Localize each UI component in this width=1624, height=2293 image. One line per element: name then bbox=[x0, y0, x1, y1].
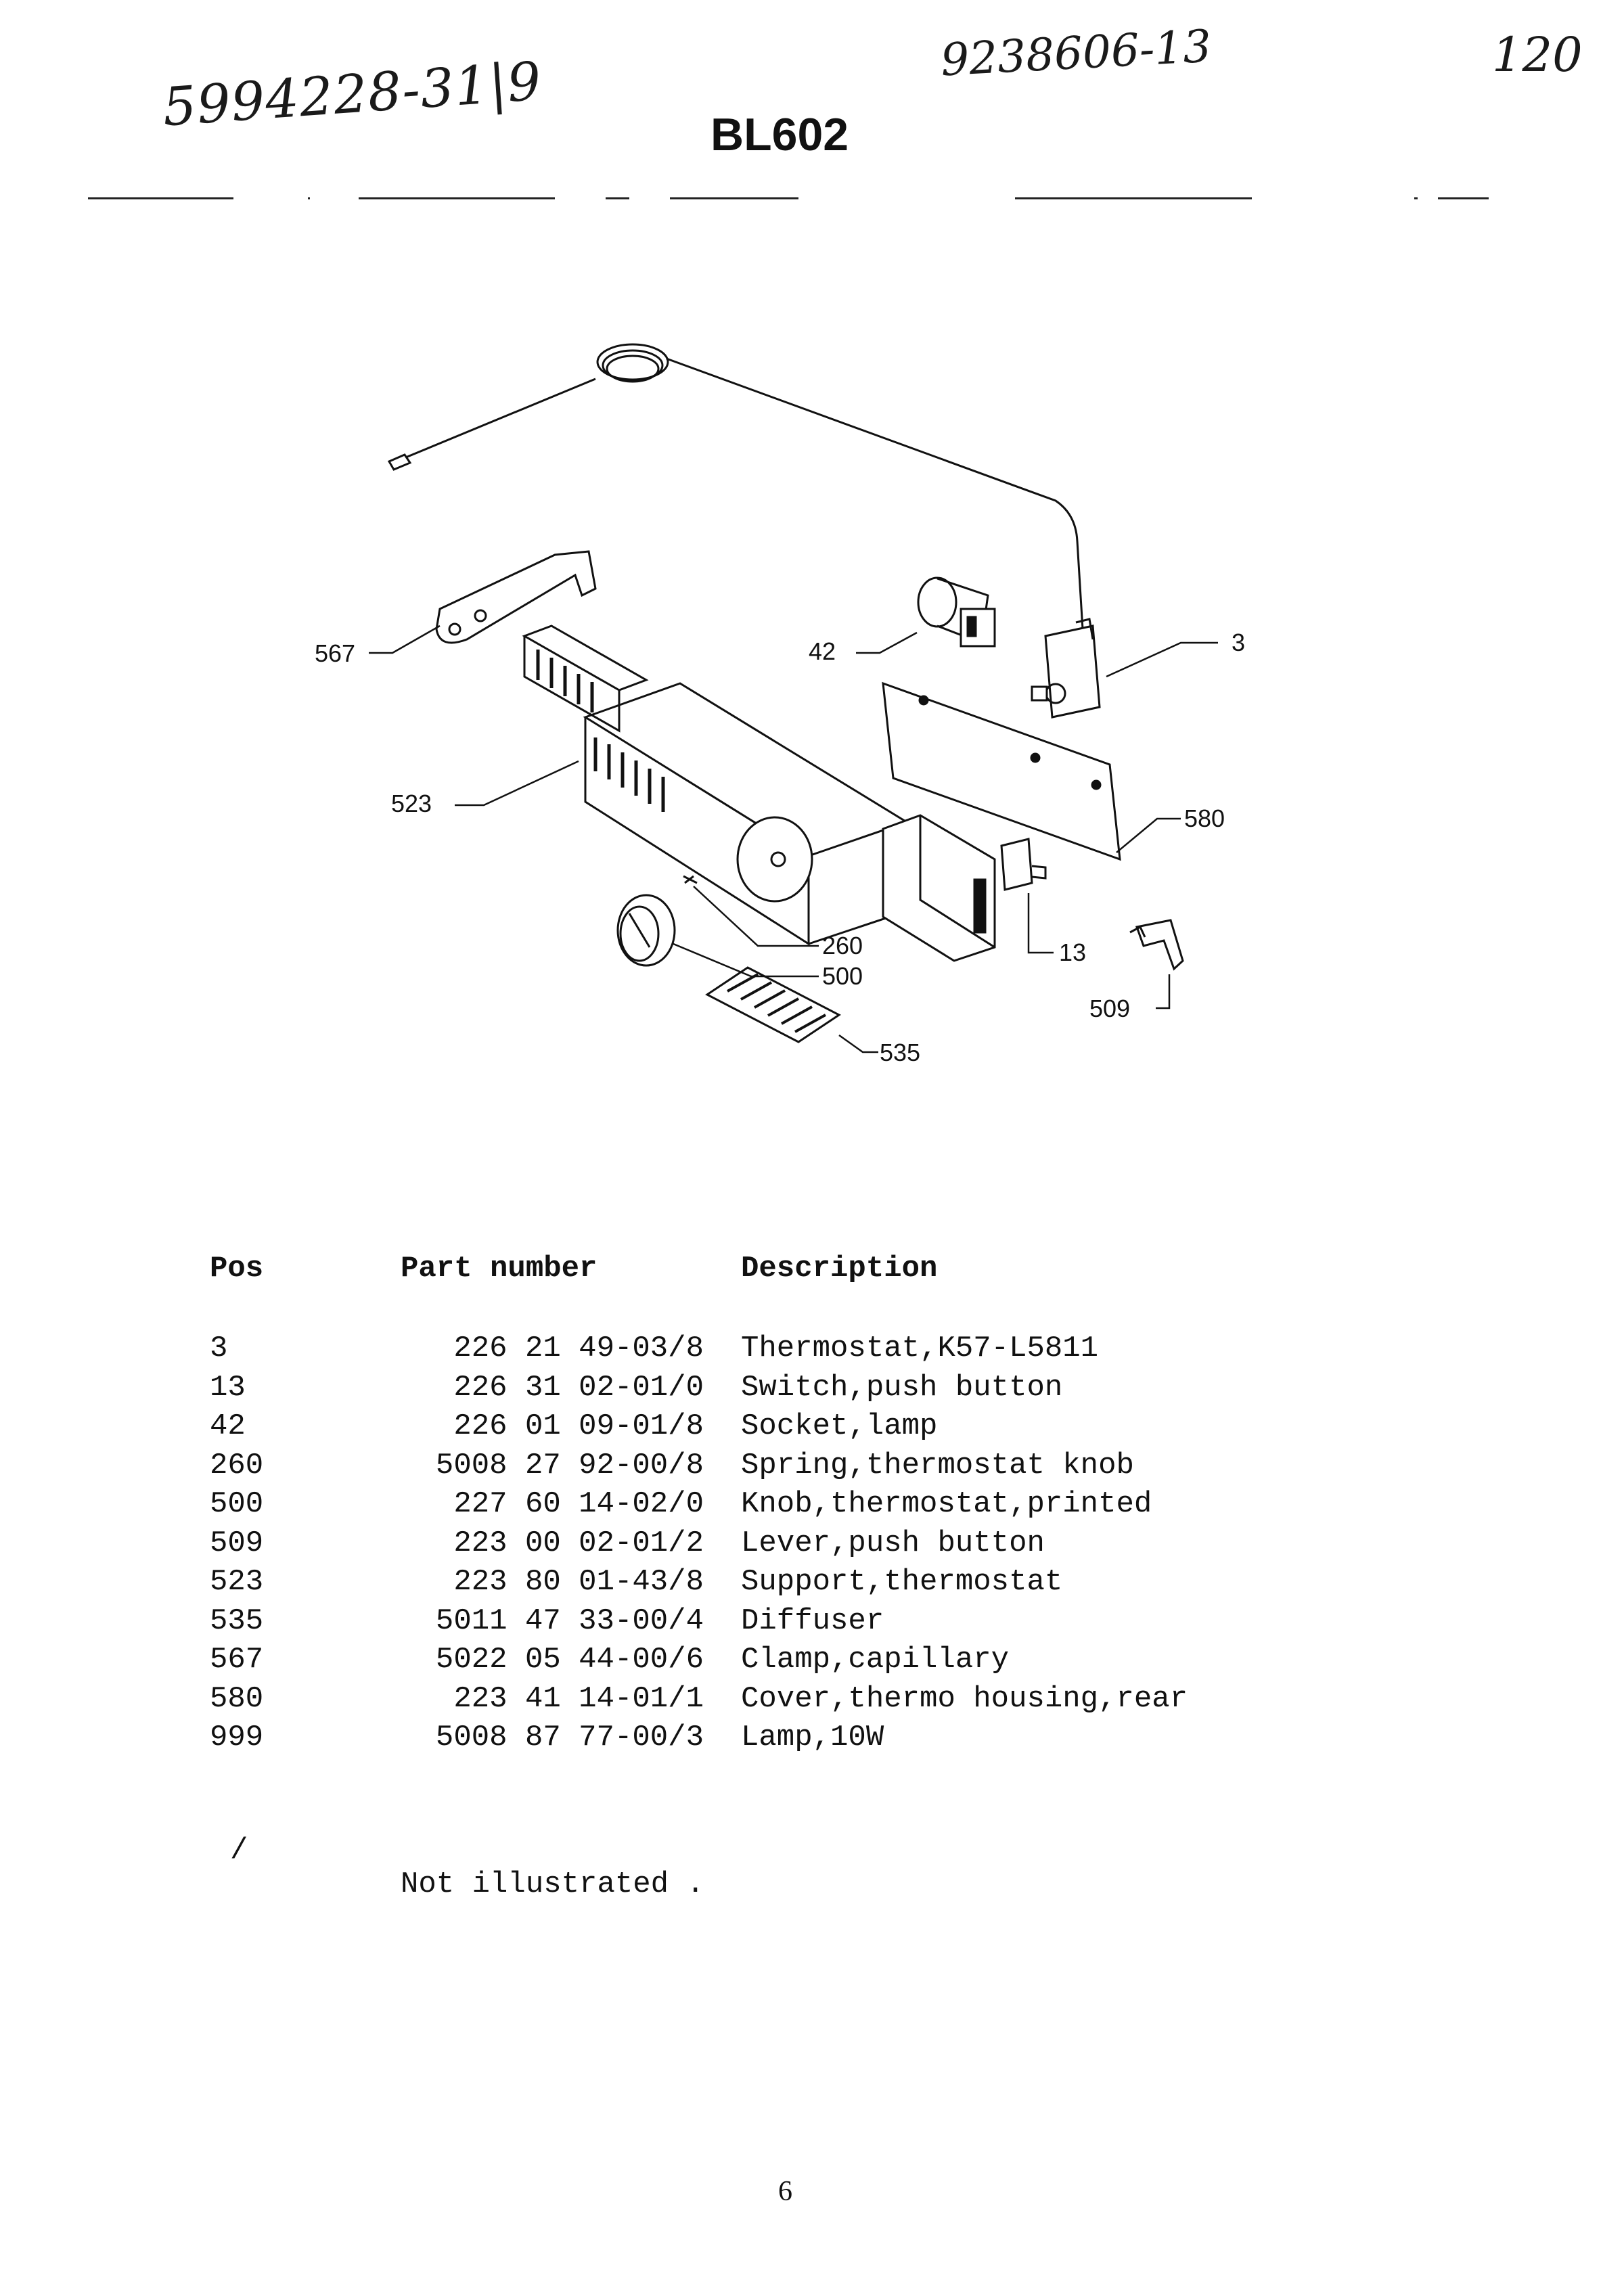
cell-pos: 42 bbox=[210, 1409, 246, 1443]
note-symbol: / bbox=[230, 1834, 248, 1867]
cell-description: Knob,thermostat,printed bbox=[741, 1487, 1152, 1521]
callout-260: 260 bbox=[822, 932, 863, 959]
cell-part-number: 5008 27 92-00/8 bbox=[435, 1448, 704, 1482]
cell-pos: 13 bbox=[210, 1370, 246, 1405]
part-523-support bbox=[522, 625, 911, 946]
leader-lines bbox=[369, 625, 1218, 1053]
handwritten-page-ref: 120 bbox=[1492, 27, 1583, 83]
cell-pos: 567 bbox=[210, 1643, 264, 1677]
cell-description: Spring,thermostat knob bbox=[741, 1448, 1134, 1482]
cell-description: Support,thermostat bbox=[741, 1565, 1063, 1599]
cell-part-number: 223 00 02-01/2 bbox=[453, 1526, 704, 1560]
cell-pos: 535 bbox=[210, 1604, 264, 1638]
callout-567: 567 bbox=[315, 639, 355, 667]
cell-pos: 999 bbox=[210, 1721, 264, 1754]
callout-523: 523 bbox=[391, 790, 432, 817]
part-13-switch bbox=[1000, 838, 1047, 891]
header-part-number: Part number bbox=[401, 1252, 597, 1286]
header-description: Description bbox=[741, 1252, 938, 1286]
cell-pos: 3 bbox=[210, 1332, 228, 1365]
callout-580: 580 bbox=[1184, 804, 1225, 832]
cell-pos: 260 bbox=[210, 1448, 264, 1482]
cell-description: Clamp,capillary bbox=[741, 1643, 1010, 1677]
callout-509: 509 bbox=[1089, 995, 1130, 1022]
cell-description: Cover,thermo housing,rear bbox=[741, 1681, 1188, 1716]
handwritten-reference-left: 5994228-31|9 bbox=[160, 51, 544, 139]
part-3-thermostat bbox=[1031, 618, 1101, 719]
capillary-tube bbox=[387, 343, 1084, 630]
callout-3: 3 bbox=[1232, 629, 1245, 656]
cell-pos: 509 bbox=[210, 1526, 264, 1560]
cell-pos: 580 bbox=[210, 1681, 264, 1716]
part-535-diffuser bbox=[705, 966, 841, 1043]
part-567-clamp bbox=[435, 550, 597, 644]
page-number: 6 bbox=[778, 2176, 792, 2207]
part-500-knob bbox=[616, 894, 676, 967]
note-text: Not illustrated . bbox=[401, 1867, 704, 1901]
callout-42: 42 bbox=[809, 637, 836, 665]
not-illustrated-note: / Not illustrated . bbox=[230, 1800, 704, 1901]
part-509-lever bbox=[1129, 919, 1184, 971]
lamp-cover-block bbox=[882, 814, 996, 962]
callout-500: 500 bbox=[822, 962, 863, 990]
cell-part-number: 5008 87 77-00/3 bbox=[435, 1721, 704, 1754]
exploded-parts-diagram: 3 13 42 260 500 509 523 535 567 580 bbox=[315, 343, 1245, 1066]
part-260-spring bbox=[683, 875, 698, 884]
cell-description: Switch,push button bbox=[741, 1370, 1063, 1405]
callout-535: 535 bbox=[880, 1039, 920, 1066]
cell-pos: 500 bbox=[210, 1487, 264, 1521]
callout-13: 13 bbox=[1059, 938, 1086, 966]
part-42-lamp-socket bbox=[917, 576, 996, 648]
cell-part-number: 5011 47 33-00/4 bbox=[435, 1604, 704, 1638]
model-title: BL602 bbox=[710, 109, 849, 160]
cell-part-number: 226 01 09-01/8 bbox=[453, 1409, 704, 1443]
cell-part-number: 226 21 49-03/8 bbox=[453, 1332, 704, 1365]
cell-part-number: 223 80 01-43/8 bbox=[453, 1565, 704, 1599]
cell-pos: 523 bbox=[210, 1565, 264, 1599]
handwritten-reference-center: 9238606-13 bbox=[939, 20, 1213, 87]
header-rule bbox=[88, 197, 1489, 200]
cell-description: Diffuser bbox=[741, 1604, 884, 1638]
cell-description: Lever,push button bbox=[741, 1526, 1045, 1560]
part-580-cover bbox=[882, 681, 1121, 861]
header-pos: Pos bbox=[210, 1252, 264, 1286]
cell-description: Lamp,10W bbox=[741, 1721, 884, 1754]
cell-part-number: 223 41 14-01/1 bbox=[453, 1681, 704, 1716]
cell-description: Thermostat,K57-L5811 bbox=[741, 1332, 1099, 1365]
cell-part-number: 226 31 02-01/0 bbox=[453, 1370, 704, 1405]
cell-description: Socket,lamp bbox=[741, 1409, 938, 1443]
cell-part-number: 227 60 14-02/0 bbox=[453, 1487, 704, 1521]
cell-part-number: 5022 05 44-00/6 bbox=[435, 1643, 704, 1677]
